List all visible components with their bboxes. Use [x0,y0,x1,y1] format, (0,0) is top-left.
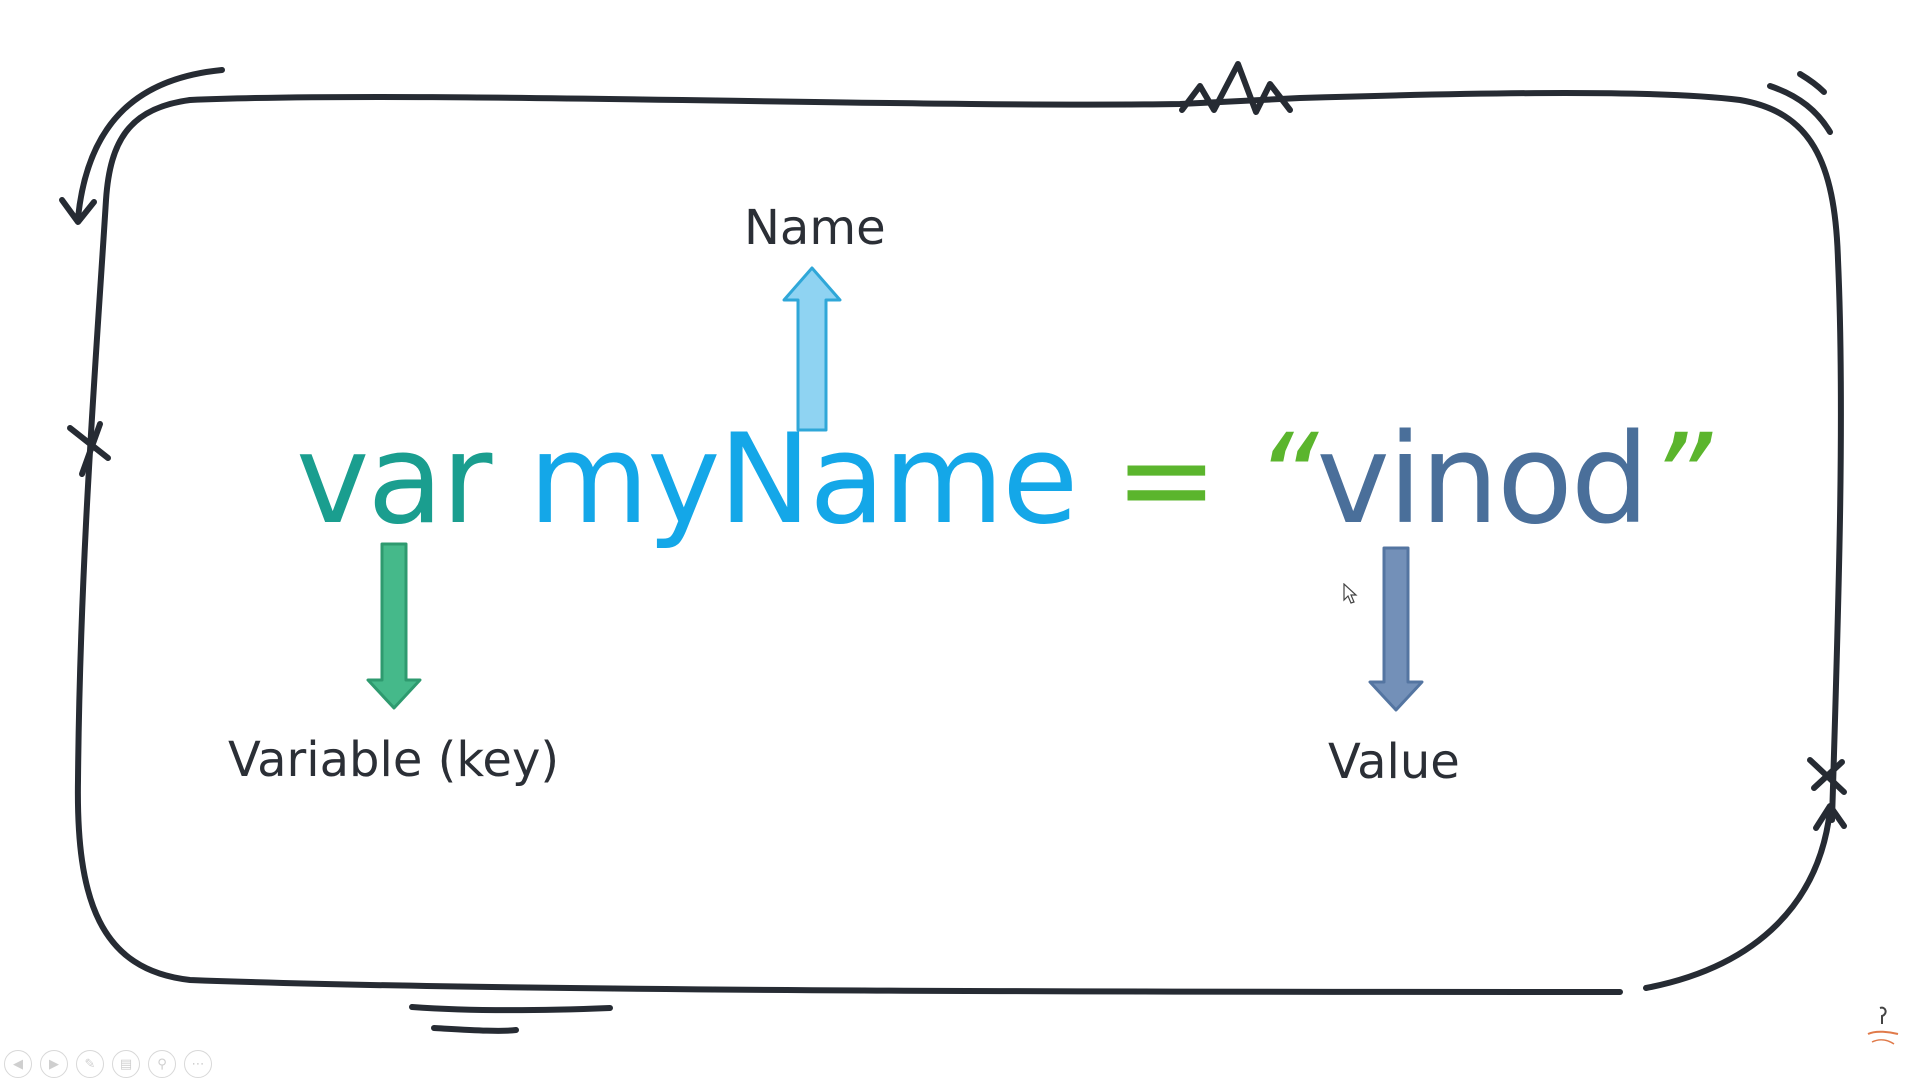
curved-arrow-top-left [75,67,225,221]
close-quote: ” [1647,408,1712,552]
x-mark-right [1807,757,1847,795]
frame-border-left [74,97,1623,995]
squiggle-top [1179,61,1293,115]
pen-icon[interactable]: ✎ [76,1050,104,1078]
frame-border [187,90,1844,823]
open-quote: “ [1254,408,1318,552]
assignment-operator: = [1114,408,1218,552]
x-mark-left [67,421,111,477]
arrow-down-key [366,542,422,710]
curved-arrow-bottom-right [1643,807,1833,991]
string-value: vinod [1316,408,1650,552]
variable-name: myName [528,408,1078,552]
arrow-up-name [782,266,842,432]
slides-icon[interactable]: ▤ [112,1050,140,1078]
double-arc-top-right [1767,83,1833,135]
prev-icon[interactable]: ◀ [4,1050,32,1078]
watermark-logo-icon [1867,1006,1899,1045]
label-variable-key: Variable (key) [228,732,560,788]
label-value: Value [1328,734,1460,790]
label-name: Name [744,200,886,256]
keyword-var: var [296,408,492,552]
zoom-icon[interactable]: ⚲ [148,1050,176,1078]
presentation-toolbar: ◀ ▶ ✎ ▤ ⚲ ⋯ [4,1050,212,1078]
double-line-bottom [409,1004,613,1014]
more-icon[interactable]: ⋯ [184,1050,212,1078]
mouse-cursor-icon [1343,583,1358,604]
arrow-down-value [1368,546,1424,712]
next-icon[interactable]: ▶ [40,1050,68,1078]
